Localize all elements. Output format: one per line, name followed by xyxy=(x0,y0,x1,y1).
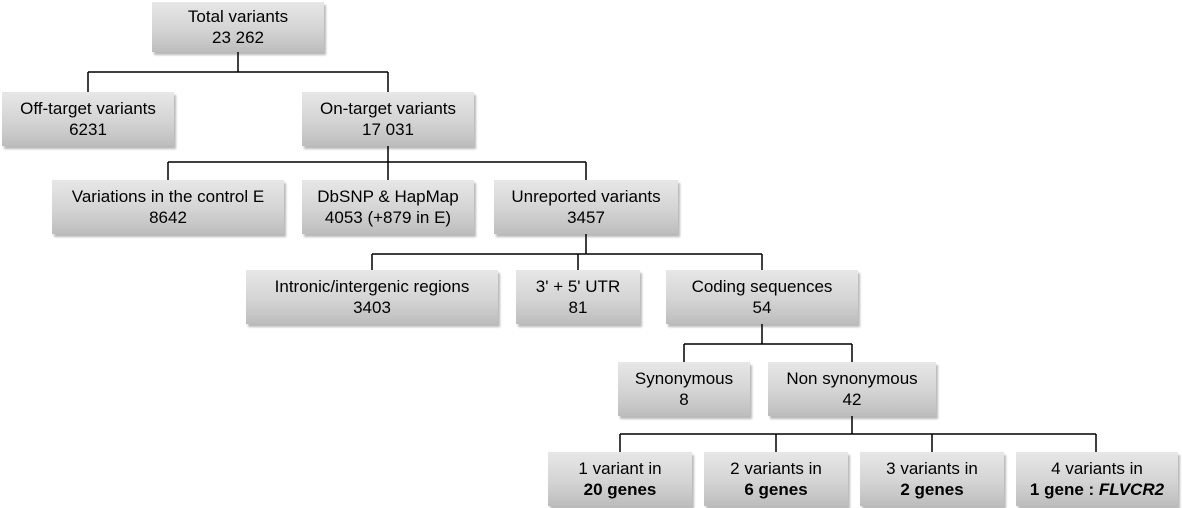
node-count: 6231 xyxy=(69,120,107,139)
node-total-variants: Total variants 23 262 xyxy=(152,2,324,52)
node-2-variants-genes: 2 variants in 6 genes xyxy=(704,452,848,506)
node-label: Off-target variants xyxy=(20,99,156,118)
node-coding-sequences: Coding sequences 54 xyxy=(666,270,858,324)
node-label: Total variants xyxy=(187,7,289,26)
node-non-synonymous: Non synonymous 42 xyxy=(768,362,936,416)
node-count: 17 031 xyxy=(362,120,414,139)
node-dbsnp-hapmap: DbSNP & HapMap 4053 (+879 in E) xyxy=(302,180,474,234)
node-label: Unreported variants xyxy=(511,187,661,206)
node-gene-count: 2 genes xyxy=(900,480,964,499)
node-label: 3' + 5' UTR xyxy=(535,277,621,296)
node-synonymous: Synonymous 8 xyxy=(618,362,750,416)
node-on-target-variants: On-target variants 17 031 xyxy=(302,92,474,146)
node-gene-count: 20 genes xyxy=(583,480,657,499)
node-gene-count: 1 gene : FLVCR2 xyxy=(1030,479,1164,500)
node-3-variants-genes: 3 variants in 2 genes xyxy=(860,452,1004,506)
node-unreported-variants: Unreported variants 3457 xyxy=(494,180,678,234)
node-variations-in-control: Variations in the control E 8642 xyxy=(52,180,284,234)
node-label: 3 variants in xyxy=(886,459,978,478)
node-count: 8642 xyxy=(149,208,187,227)
node-label: Synonymous xyxy=(634,369,734,388)
node-count: 81 xyxy=(568,298,588,317)
node-label: Non synonymous xyxy=(786,369,918,388)
node-gene-count: 6 genes xyxy=(744,480,808,499)
node-off-target-variants: Off-target variants 6231 xyxy=(2,92,174,146)
node-label: Intronic/intergenic regions xyxy=(274,277,470,296)
node-count: 3457 xyxy=(567,208,605,227)
node-count: 42 xyxy=(842,390,862,409)
node-label: On-target variants xyxy=(319,99,457,118)
node-count: 3403 xyxy=(353,298,391,317)
node-label: 1 variant in xyxy=(578,459,662,478)
node-count: 54 xyxy=(752,298,772,317)
node-label: 4 variants in xyxy=(1051,459,1143,478)
node-count: 4053 (+879 in E) xyxy=(324,208,452,227)
node-1-variant-genes: 1 variant in 20 genes xyxy=(548,452,692,506)
gene-name-flvcr2: FLVCR2 xyxy=(1098,480,1165,499)
node-intronic-intergenic: Intronic/intergenic regions 3403 xyxy=(246,270,498,324)
node-utr: 3' + 5' UTR 81 xyxy=(516,270,640,324)
node-4-variants-flvcr2: 4 variants in 1 gene : FLVCR2 xyxy=(1016,452,1178,506)
node-label: 2 variants in xyxy=(730,459,822,478)
node-label: Variations in the control E xyxy=(71,187,265,206)
gene-count-prefix: 1 gene : xyxy=(1029,480,1099,499)
node-label: DbSNP & HapMap xyxy=(317,187,459,206)
node-count: 8 xyxy=(679,390,689,409)
node-count: 23 262 xyxy=(212,28,264,47)
node-label: Coding sequences xyxy=(691,277,833,296)
